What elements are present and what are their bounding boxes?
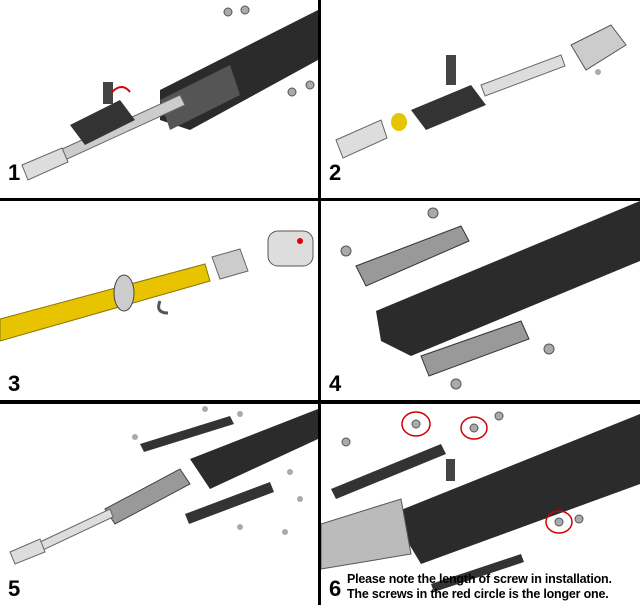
panel-step-6: 6 xyxy=(321,404,640,605)
step-number: 6 xyxy=(329,576,342,601)
barrel-nut xyxy=(113,274,135,312)
red-marker-icon xyxy=(297,238,303,244)
gas-block xyxy=(570,24,627,71)
installation-note: Please note the length of screw in insta… xyxy=(347,572,612,602)
step-6-illustration xyxy=(321,411,640,592)
top-rail-section xyxy=(140,416,234,452)
handguard xyxy=(160,65,240,130)
flash-hider xyxy=(335,119,388,159)
sleeve xyxy=(211,248,249,280)
front-sight-post xyxy=(103,82,113,104)
retaining-clip xyxy=(157,300,169,315)
panel-step-2: 2 xyxy=(321,0,640,198)
gas-tube-assembly xyxy=(321,498,412,570)
barrel xyxy=(0,263,211,342)
front-sight-block xyxy=(70,100,135,145)
step-1-illustration xyxy=(21,5,318,181)
red-circle-highlights xyxy=(401,411,573,534)
step-5-illustration xyxy=(9,406,318,565)
screw-icons xyxy=(132,406,303,535)
step-number: 5 xyxy=(8,576,21,601)
bottom-rail-section xyxy=(431,554,524,592)
bottom-rail-section xyxy=(420,320,530,377)
step-number: 1 xyxy=(8,160,21,185)
top-rail-section xyxy=(331,444,446,499)
barrel-nut xyxy=(391,113,407,131)
handguard-rail xyxy=(391,414,640,564)
step-number: 2 xyxy=(329,160,342,185)
flash-hider xyxy=(21,147,69,181)
screw-icons xyxy=(341,411,584,527)
step-3-illustration xyxy=(0,230,314,342)
barrel xyxy=(39,508,114,551)
front-sight-post xyxy=(446,459,455,481)
step-number: 3 xyxy=(8,371,21,396)
panel-step-4: 4 xyxy=(321,201,640,400)
panel-step-1: 1 xyxy=(0,0,318,198)
barrel-with-spring xyxy=(480,54,566,97)
panel-step-5: 5 xyxy=(0,404,318,605)
pin-icon xyxy=(595,69,601,75)
flash-hider xyxy=(9,538,46,565)
rotate-arrow-icon xyxy=(111,86,131,93)
screw-icons xyxy=(223,5,315,97)
gas-block xyxy=(267,230,314,267)
upper-receiver-rail xyxy=(190,409,318,489)
bottom-rail-section xyxy=(185,482,274,524)
step-4-illustration xyxy=(340,201,640,390)
note-line-2: The screws in the red circle is the long… xyxy=(347,587,609,601)
panel-step-3: 3 xyxy=(0,201,318,400)
front-sight-block xyxy=(411,85,486,130)
screw-icons xyxy=(340,207,555,390)
gas-tube-assembly xyxy=(104,468,191,525)
front-sight-post xyxy=(446,55,456,85)
step-number: 4 xyxy=(329,371,342,396)
step-2-illustration xyxy=(335,24,627,159)
handguard-rail xyxy=(376,201,640,356)
note-line-1: Please note the length of screw in insta… xyxy=(347,572,612,586)
top-rail-section xyxy=(355,225,470,287)
